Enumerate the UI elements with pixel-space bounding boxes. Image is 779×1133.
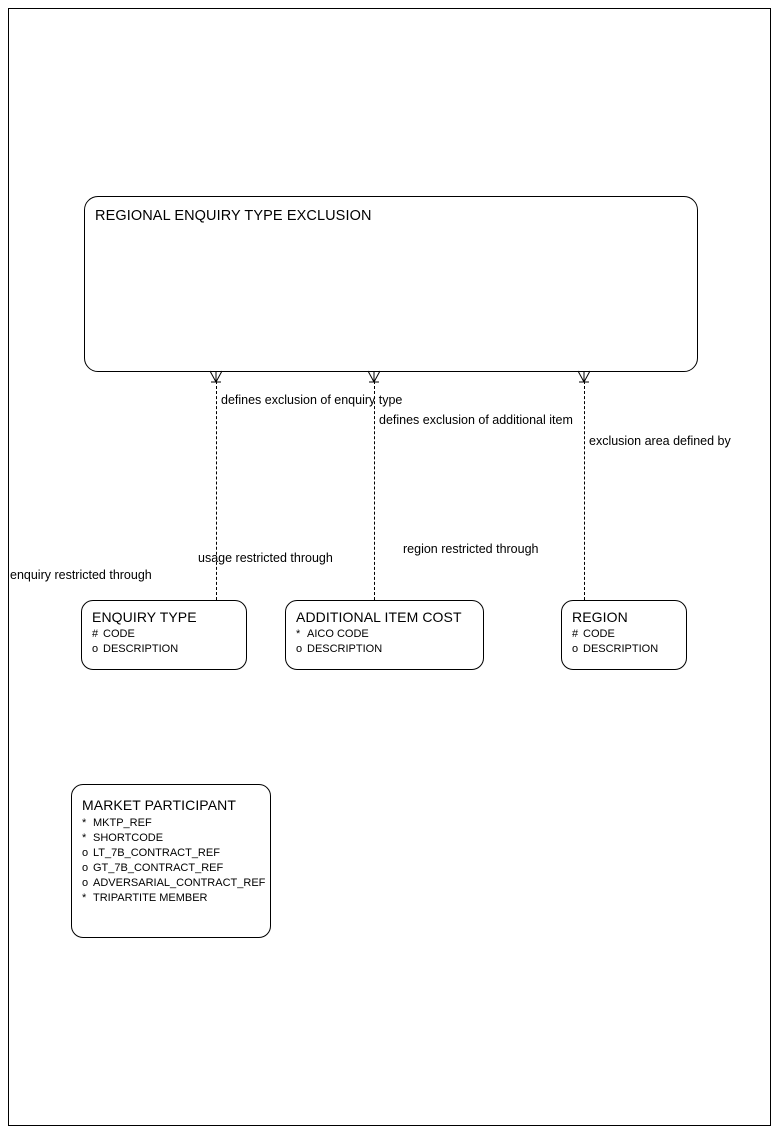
attribute-marker: o [82,847,89,859]
attribute-name: AICO CODE [307,628,369,640]
attribute-marker: * [82,832,87,844]
relationship-line-enquiry-type [216,381,217,600]
attribute-row: o ADVERSARIAL_CONTRACT_REF [82,876,265,891]
attribute-row: * SHORTCODE [82,831,265,846]
attribute-row: * AICO CODE [296,627,382,642]
attribute-name: DESCRIPTION [103,643,179,655]
attribute-name: DESCRIPTION [583,643,659,655]
attribute-row: o LT_7B_CONTRACT_REF [82,846,265,861]
attribute-row: o DESCRIPTION [92,642,178,657]
entity-title: REGIONAL ENQUIRY TYPE EXCLUSION [95,208,372,224]
relationship-line-region [584,381,585,600]
entity-title: ENQUIRY TYPE [92,609,197,625]
entity-market-participant[interactable]: MARKET PARTICIPANT * MKTP_REF * SHORTCODE … [71,784,271,938]
attribute-marker: # [572,628,579,640]
attribute-marker: o [82,877,89,889]
attribute-name: SHORTCODE [93,832,164,844]
attribute-list: # CODE o DESCRIPTION [92,627,178,657]
attribute-row: # CODE [92,627,178,642]
attribute-row: o DESCRIPTION [296,642,382,657]
attribute-marker: * [82,892,87,904]
attribute-marker: o [92,643,99,655]
entity-additional-item-cost[interactable]: ADDITIONAL ITEM COST * AICO CODE o DESCRIP… [285,600,484,670]
attribute-row: * TRIPARTITE MEMBER [82,891,265,906]
relationship-label-enquiry-restricted-through: enquiry restricted through [10,568,152,582]
attribute-marker: o [82,862,89,874]
attribute-name: CODE [583,628,615,640]
attribute-name: DESCRIPTION [307,643,383,655]
relationship-label-defines-exclusion-of-additional-item: defines exclusion of additional item [379,413,573,427]
attribute-marker: o [572,643,579,655]
attribute-marker: * [82,817,87,829]
attribute-row: o DESCRIPTION [572,642,658,657]
attribute-row: # CODE [572,627,658,642]
attribute-list: # CODE o DESCRIPTION [572,627,658,657]
attribute-name: GT_7B_CONTRACT_REF [93,862,224,874]
entity-enquiry-type[interactable]: ENQUIRY TYPE # CODE o DESCRIPTION [81,600,247,670]
attribute-list: * AICO CODE o DESCRIPTION [296,627,382,657]
entity-title: MARKET PARTICIPANT [82,797,237,813]
page-border [8,8,771,1126]
crowfoot-icon-enquiry-type [208,370,224,384]
relationship-label-region-restricted-through: region restricted through [403,542,539,556]
relationship-label-usage-restricted-through: usage restricted through [198,551,333,565]
attribute-name: TRIPARTITE MEMBER [93,892,208,904]
relationship-line-additional-item-cost [374,381,375,600]
crowfoot-icon-additional-item-cost [366,370,382,384]
attribute-name: MKTP_REF [93,817,152,829]
entity-title: ADDITIONAL ITEM COST [296,609,462,625]
attribute-marker: * [296,628,301,640]
relationship-label-exclusion-area-defined-by: exclusion area defined by [589,434,731,448]
relationship-label-defines-exclusion-of-enquiry-type: defines exclusion of enquiry type [221,393,403,407]
attribute-name: CODE [103,628,135,640]
attribute-name: LT_7B_CONTRACT_REF [93,847,220,859]
attribute-row: o GT_7B_CONTRACT_REF [82,861,265,876]
attribute-marker: # [92,628,99,640]
attribute-name: ADVERSARIAL_CONTRACT_REF [93,877,266,889]
attribute-marker: o [296,643,303,655]
attribute-row: * MKTP_REF [82,816,265,831]
attribute-list: * MKTP_REF * SHORTCODE o LT_7B_CONTRACT_REF… [82,816,265,906]
entity-regional-enquiry-type-exclusion[interactable]: REGIONAL ENQUIRY TYPE EXCLUSION [84,196,698,372]
entity-title: REGION [572,609,628,625]
entity-region[interactable]: REGION # CODE o DESCRIPTION [561,600,687,670]
